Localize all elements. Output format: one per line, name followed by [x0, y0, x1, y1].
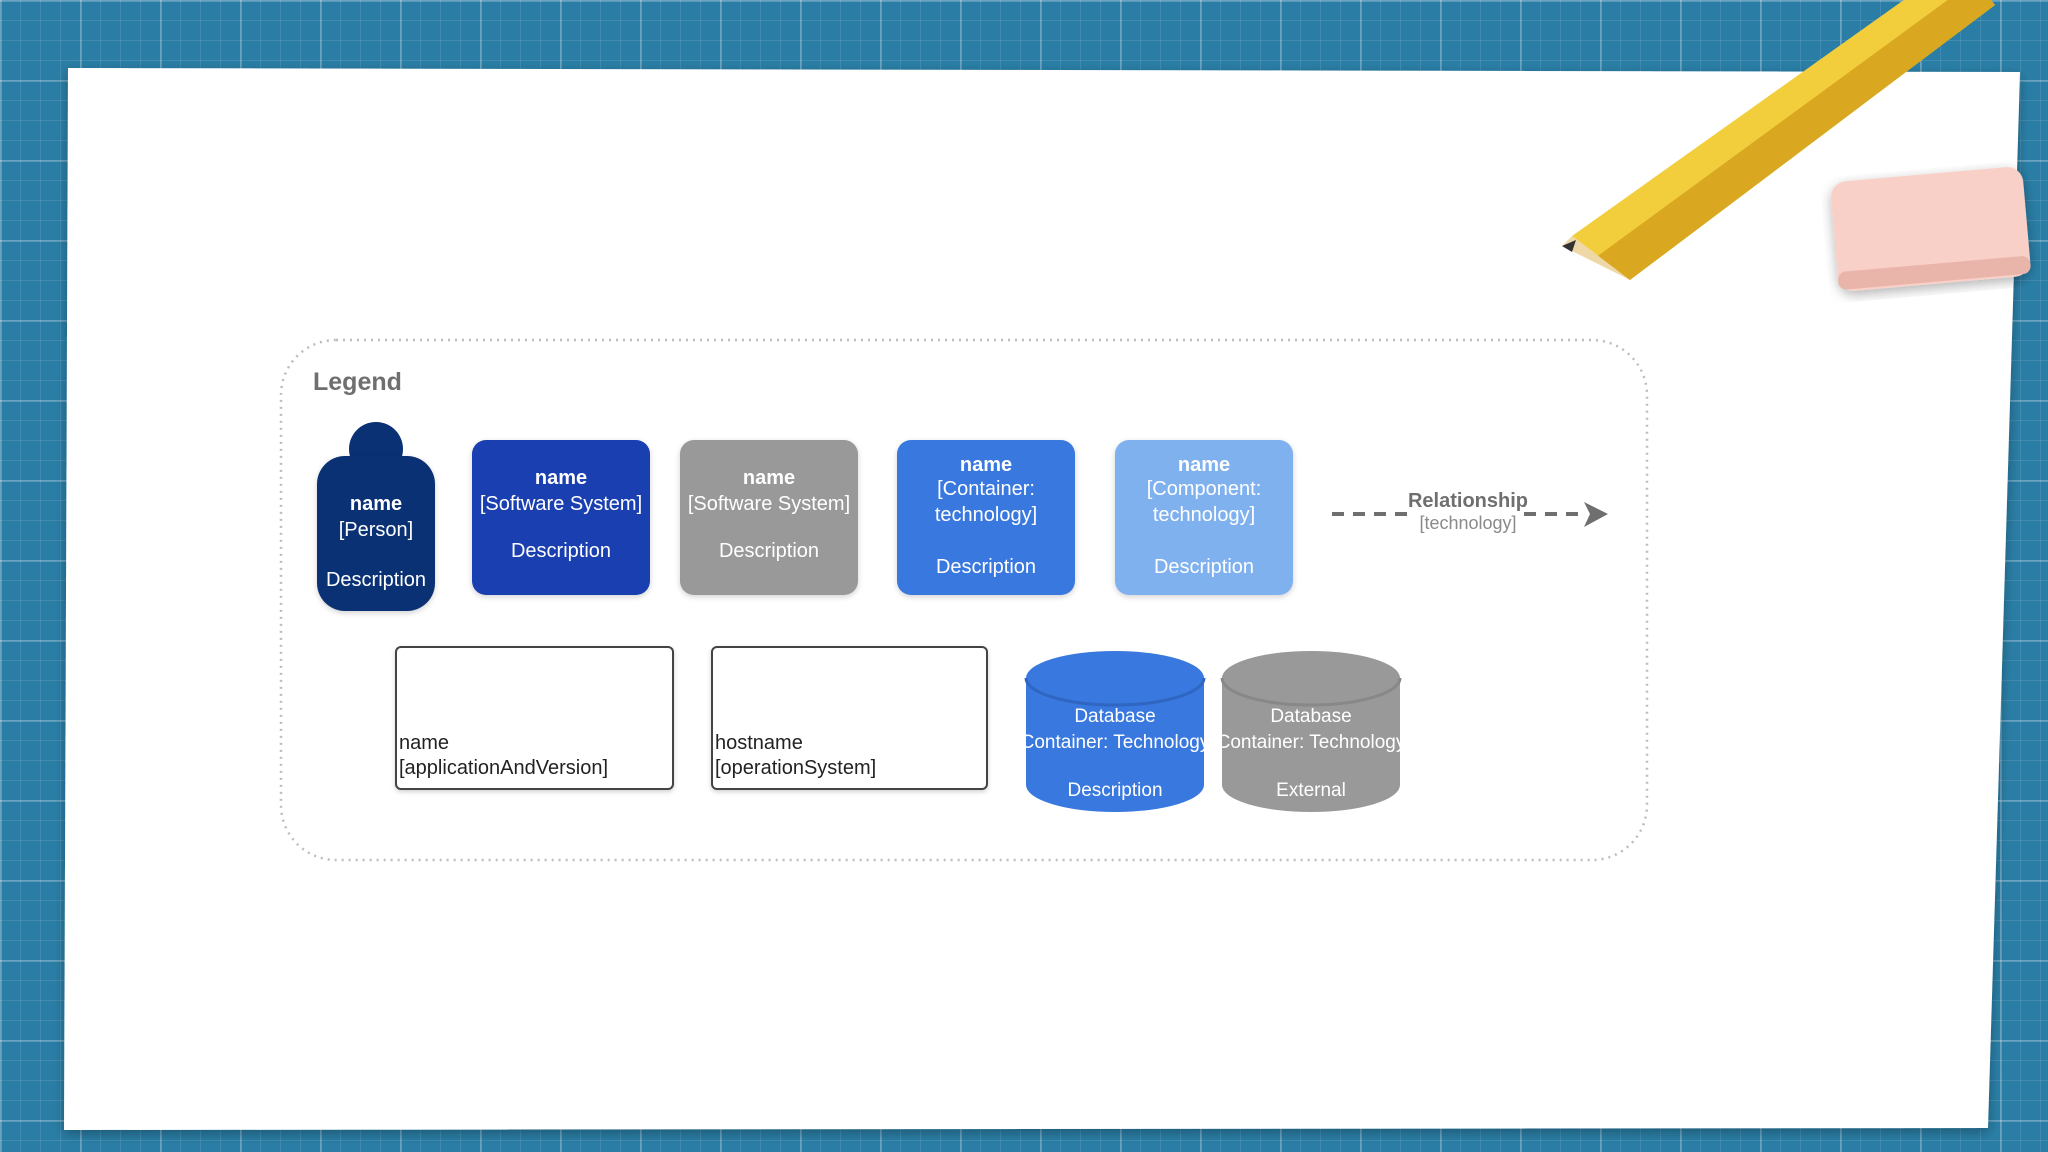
- person-element: name [Person] Description: [317, 456, 435, 611]
- component-description: Description: [1153, 556, 1255, 578]
- legend-border: [279, 338, 1649, 862]
- deployment-node: name [applicationAndVersion]: [395, 646, 674, 790]
- external-system-description: Description: [718, 540, 820, 562]
- database-label: Database Container: Technology Descripti…: [1020, 704, 1210, 804]
- container-name: name: [959, 454, 1013, 476]
- component-type-line2: technology]: [1152, 504, 1256, 526]
- external-database-description: External: [1276, 780, 1346, 801]
- relationship-arrow: [1332, 502, 1608, 527]
- database-type: Container: Technology: [1020, 732, 1210, 753]
- software-system-element: name [Software System] Description: [472, 440, 650, 595]
- container-type-line2: technology]: [934, 504, 1038, 526]
- container-description: Description: [935, 556, 1037, 578]
- external-database-type: Container: Technology: [1216, 732, 1406, 753]
- legend-title: Legend: [313, 368, 402, 396]
- external-database-name: Database: [1270, 706, 1352, 727]
- relationship-technology: [technology]: [1419, 513, 1517, 533]
- relationship-name: Relationship: [1407, 490, 1528, 512]
- database-description: Description: [1067, 780, 1163, 801]
- deployment-node-version: [applicationAndVersion]: [399, 757, 609, 779]
- infrastructure-node-hostname: hostname: [715, 732, 803, 754]
- software-system-description: Description: [510, 540, 612, 562]
- person-type: [Person]: [338, 519, 414, 541]
- component-type-line1: [Component:: [1146, 478, 1262, 500]
- external-database-label: Database Container: Technology External: [1216, 704, 1406, 804]
- software-system-name: name: [534, 467, 588, 489]
- external-system-type: [Software System]: [687, 493, 851, 515]
- infrastructure-node: hostname [operationSystem]: [711, 646, 988, 790]
- component-name: name: [1177, 454, 1231, 476]
- software-system-type: [Software System]: [479, 493, 643, 515]
- person-name: name: [349, 493, 403, 515]
- container-element: name [Container: technology] Description: [897, 440, 1075, 595]
- database-cylinder: [1024, 651, 1206, 812]
- relationship-label: Relationship [technology]: [1392, 490, 1544, 534]
- database-name: Database: [1074, 706, 1156, 727]
- external-database-cylinder: [1220, 651, 1402, 812]
- external-system-name: name: [742, 467, 796, 489]
- deployment-node-name: name: [399, 732, 450, 754]
- eraser-icon: [1830, 167, 2031, 291]
- component-element: name [Component: technology] Description: [1115, 440, 1293, 595]
- pencil-icon: [1562, 0, 1995, 280]
- person-description: Description: [325, 569, 427, 591]
- container-type-line1: [Container:: [937, 478, 1035, 500]
- infrastructure-node-os: [operationSystem]: [715, 757, 877, 779]
- external-system-element: name [Software System] Description: [680, 440, 858, 595]
